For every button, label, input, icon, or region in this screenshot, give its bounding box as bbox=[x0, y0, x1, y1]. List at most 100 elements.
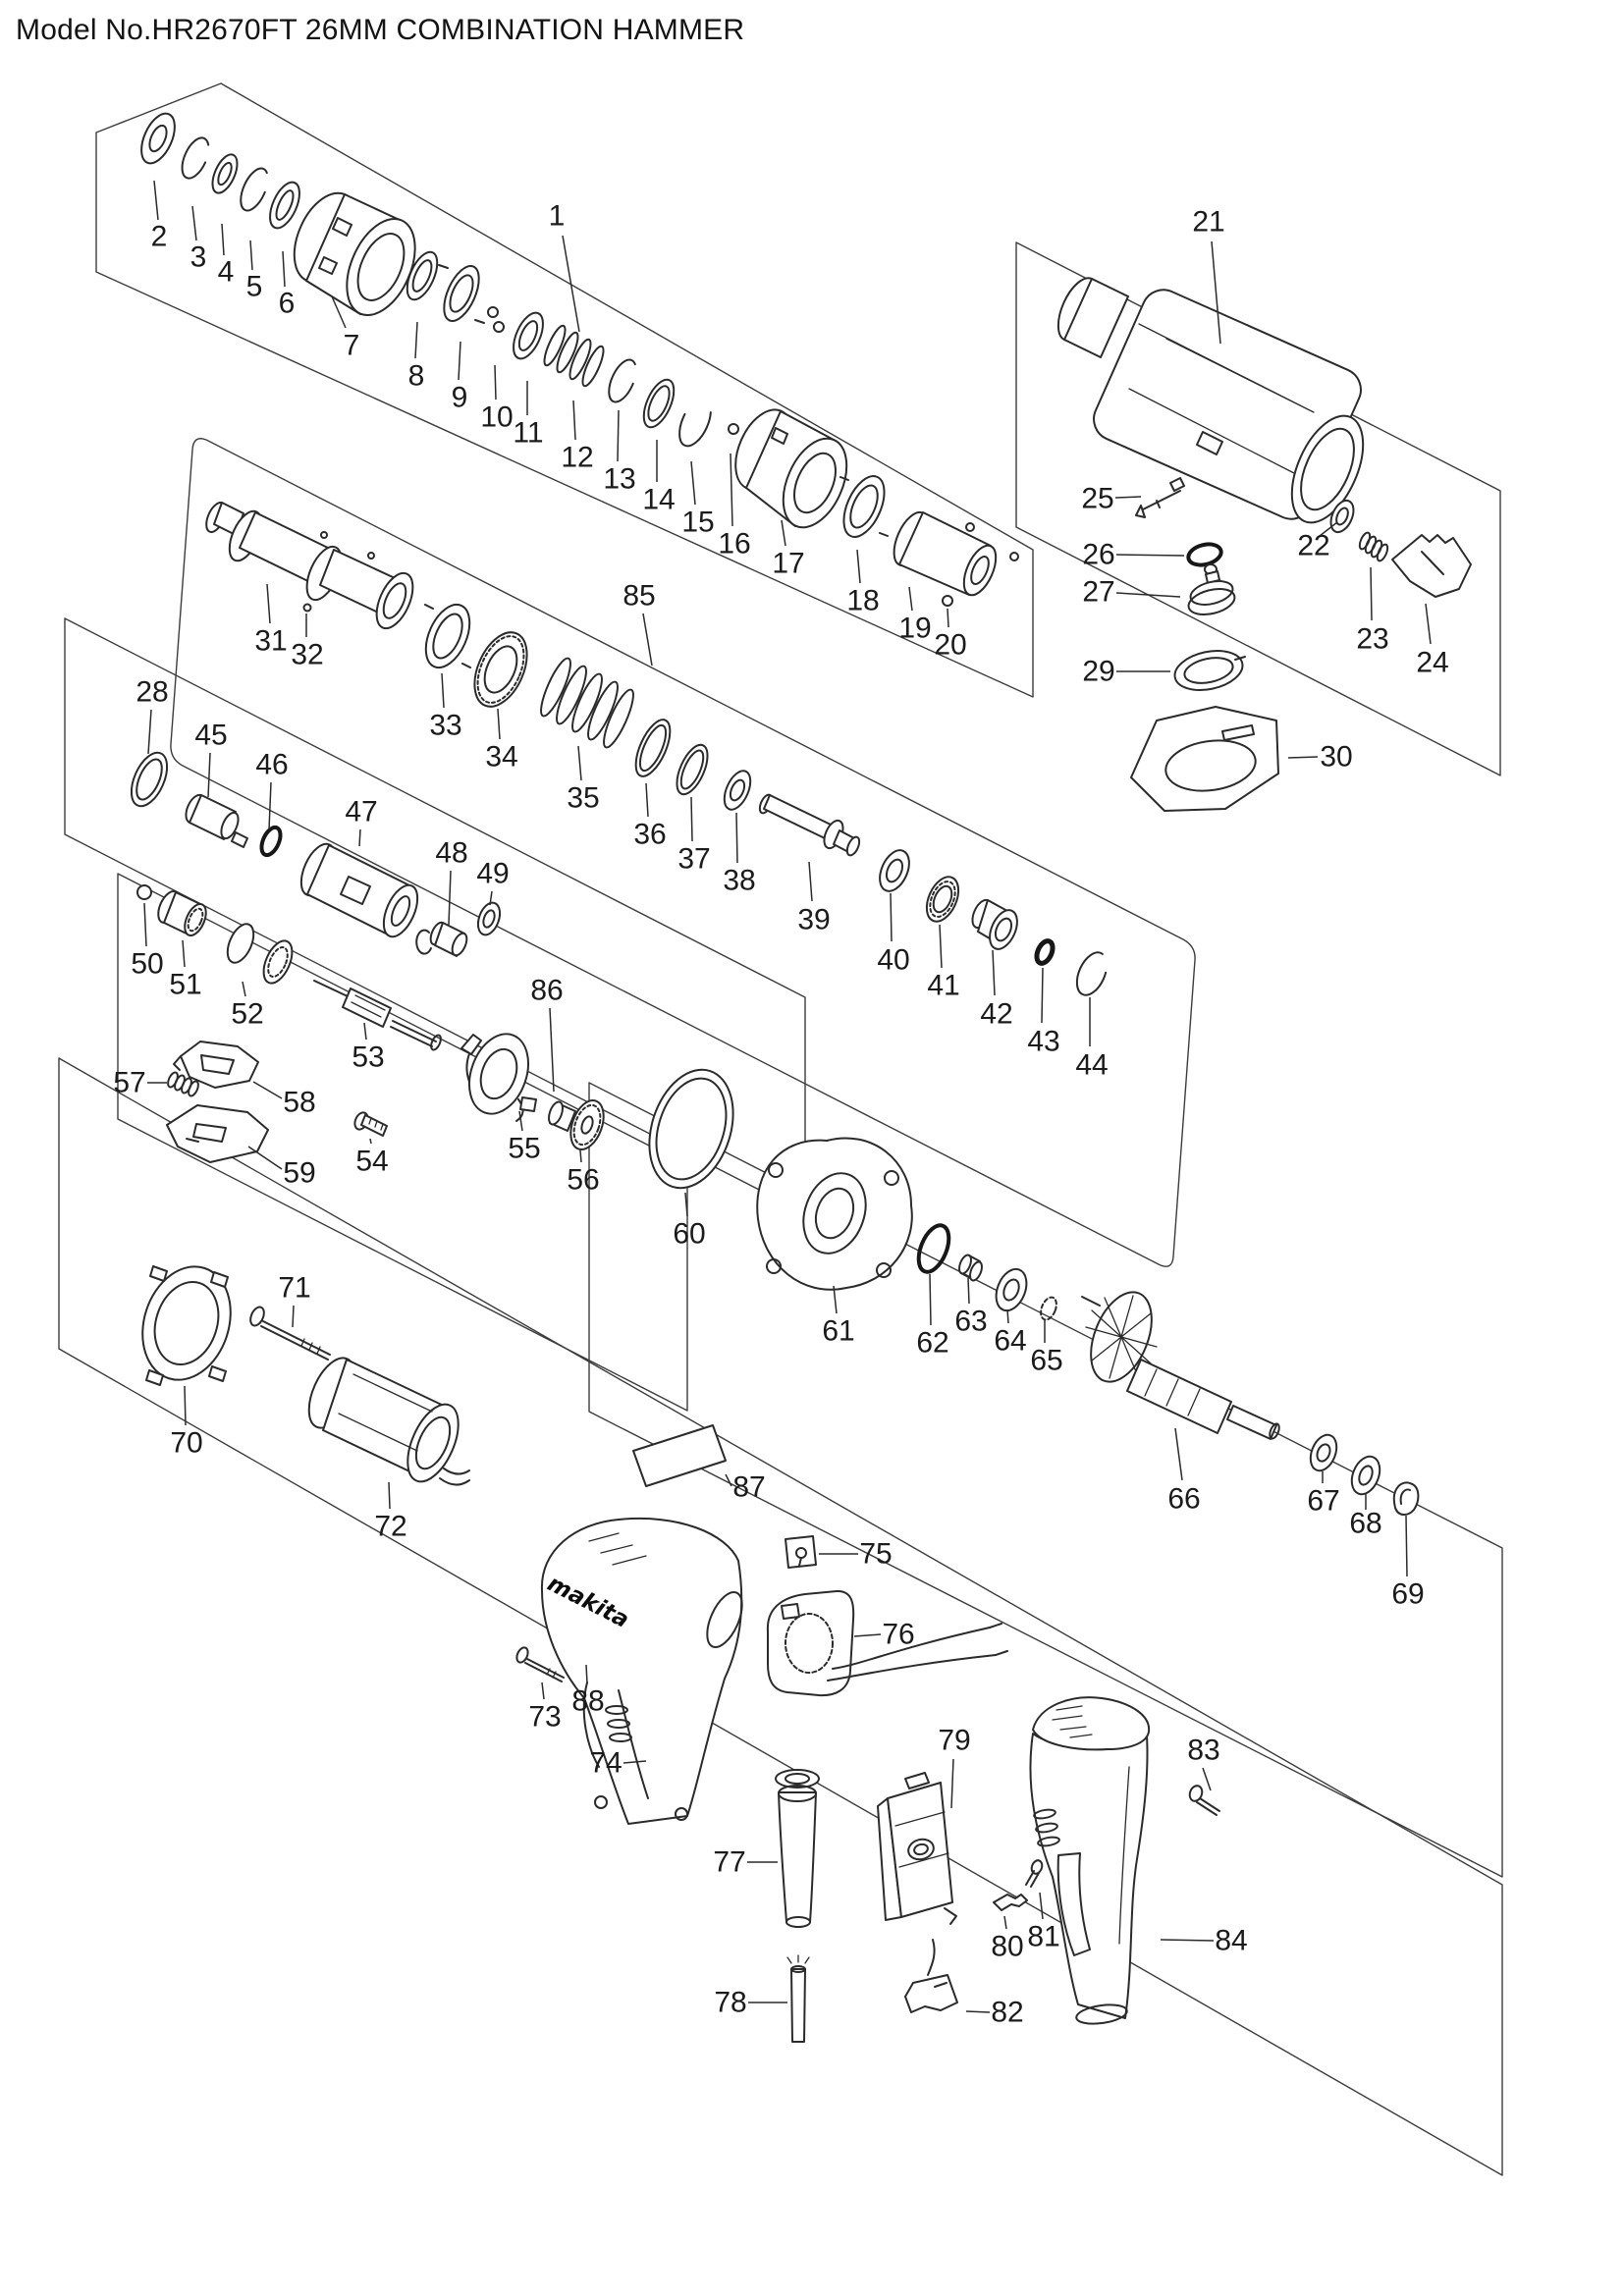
part-label-61: 61 bbox=[822, 1315, 854, 1348]
part-leader-55 bbox=[518, 1110, 523, 1132]
part-glyph-68-bearing bbox=[1350, 1455, 1381, 1496]
part-leader-53 bbox=[363, 1022, 367, 1041]
part-label-40: 40 bbox=[877, 944, 909, 977]
part-label-80: 80 bbox=[991, 1931, 1023, 1963]
part-glyph-28-guide-washer bbox=[130, 751, 169, 808]
part-label-79: 79 bbox=[938, 1725, 970, 1757]
part-label-66: 66 bbox=[1167, 1483, 1200, 1516]
part-leader-82 bbox=[965, 2010, 991, 2013]
part-leader-88 bbox=[585, 1664, 588, 1684]
part-leader-76 bbox=[853, 1633, 882, 1637]
part-glyph-40-seal bbox=[879, 849, 910, 892]
part-leader-8 bbox=[414, 321, 418, 359]
part-leader-15 bbox=[690, 460, 696, 506]
part-glyph-21-barrel-housing bbox=[1056, 277, 1365, 524]
part-label-81: 81 bbox=[1027, 1921, 1059, 1953]
part-leader-85 bbox=[642, 613, 653, 667]
part-label-83: 83 bbox=[1187, 1735, 1219, 1767]
part-label-56: 56 bbox=[567, 1164, 599, 1197]
part-leader-20 bbox=[947, 608, 949, 628]
part-glyph-11-washer bbox=[513, 311, 544, 360]
part-glyph-20-ball bbox=[942, 595, 953, 607]
part-label-69: 69 bbox=[1391, 1578, 1424, 1611]
part-label-78: 78 bbox=[714, 1987, 746, 2019]
part-label-65: 65 bbox=[1030, 1345, 1062, 1377]
part-leader-74 bbox=[623, 1760, 647, 1764]
part-glyph-61-crank-housing-cap bbox=[756, 1137, 913, 1291]
part-leader-1 bbox=[562, 235, 580, 333]
part-glyph-9-cam-ring bbox=[438, 264, 485, 324]
part-label-6: 6 bbox=[279, 288, 296, 320]
part-label-73: 73 bbox=[528, 1701, 561, 1734]
part-glyph-75-switch-button bbox=[785, 1535, 817, 1569]
part-label-54: 54 bbox=[355, 1146, 388, 1178]
part-glyph-64-bearing bbox=[995, 1267, 1028, 1312]
part-glyph-74-motor-housing: makita bbox=[540, 1518, 743, 1825]
part-glyph-50-ball bbox=[136, 884, 152, 900]
part-glyph-45-striker bbox=[185, 793, 248, 848]
part-leader-42 bbox=[992, 949, 996, 996]
part-leader-81 bbox=[1039, 1892, 1044, 1920]
part-glyph-59-change-plate bbox=[166, 1104, 269, 1163]
part-leader-26 bbox=[1115, 554, 1185, 557]
part-glyph-55-bearing-retainer bbox=[460, 1033, 537, 1122]
part-label-48: 48 bbox=[435, 837, 467, 870]
part-leader-3 bbox=[191, 205, 197, 241]
part-leader-48 bbox=[448, 870, 452, 926]
part-glyph-33-washer bbox=[424, 603, 471, 669]
part-leader-34 bbox=[497, 708, 501, 740]
part-glyph-49-washer bbox=[476, 901, 502, 936]
part-glyph-35-spring bbox=[540, 657, 634, 749]
part-leader-45 bbox=[207, 752, 211, 798]
part-label-25: 25 bbox=[1081, 483, 1113, 515]
part-label-3: 3 bbox=[190, 241, 207, 274]
part-label-44: 44 bbox=[1075, 1049, 1108, 1082]
part-glyph-17-holder-cup bbox=[734, 408, 848, 529]
part-glyph-70-brush-holder-ring bbox=[141, 1265, 232, 1386]
boundary-box-motor-group bbox=[58, 1057, 1503, 2176]
part-leader-36 bbox=[645, 782, 649, 818]
part-label-62: 62 bbox=[916, 1327, 948, 1360]
assembly-boundary-boxes bbox=[58, 82, 1503, 2176]
part-label-68: 68 bbox=[1349, 1508, 1381, 1540]
part-label-51: 51 bbox=[169, 969, 201, 1001]
part-leader-39 bbox=[808, 861, 813, 902]
part-glyph-23-spring bbox=[1358, 531, 1389, 562]
part-leader-58 bbox=[252, 1081, 283, 1099]
part-leader-22 bbox=[1319, 521, 1338, 537]
part-glyph-76-brush-holder-assy bbox=[766, 1589, 1008, 1697]
part-leader-37 bbox=[690, 796, 693, 842]
part-leader-71 bbox=[292, 1305, 295, 1328]
part-label-26: 26 bbox=[1082, 539, 1114, 571]
part-label-42: 42 bbox=[980, 998, 1012, 1031]
part-label-38: 38 bbox=[723, 865, 755, 897]
part-glyph-58-change-lever bbox=[173, 1041, 259, 1089]
part-label-74: 74 bbox=[589, 1747, 622, 1780]
part-label-33: 33 bbox=[429, 710, 461, 742]
part-label-85: 85 bbox=[623, 580, 655, 613]
page-title: Model No.HR2670FT 26MM COMBINATION HAMME… bbox=[16, 14, 745, 46]
part-label-18: 18 bbox=[846, 585, 879, 617]
part-glyph-38-bearing bbox=[723, 770, 752, 811]
part-glyph-73-screw bbox=[515, 1646, 565, 1682]
part-leader-24 bbox=[1425, 603, 1432, 645]
part-leader-72 bbox=[388, 1481, 391, 1510]
part-glyph-18-guide-ring bbox=[839, 475, 889, 538]
part-glyph-48-piston-pin bbox=[415, 921, 468, 957]
part-label-5: 5 bbox=[246, 271, 263, 303]
part-glyph-54-screw bbox=[353, 1111, 388, 1137]
part-glyph-32-steel-ball bbox=[302, 603, 312, 613]
part-label-59: 59 bbox=[283, 1157, 315, 1190]
part-leader-13 bbox=[617, 409, 620, 462]
part-label-31: 31 bbox=[254, 625, 287, 658]
part-label-2: 2 bbox=[151, 221, 168, 253]
part-leader-33 bbox=[441, 672, 445, 709]
part-leader-19 bbox=[908, 586, 913, 612]
part-label-17: 17 bbox=[772, 548, 804, 580]
part-label-28: 28 bbox=[135, 676, 168, 709]
part-leader-84 bbox=[1160, 1939, 1215, 1942]
part-leader-38 bbox=[735, 812, 738, 864]
part-label-19: 19 bbox=[898, 613, 931, 645]
part-leader-70 bbox=[184, 1385, 187, 1426]
